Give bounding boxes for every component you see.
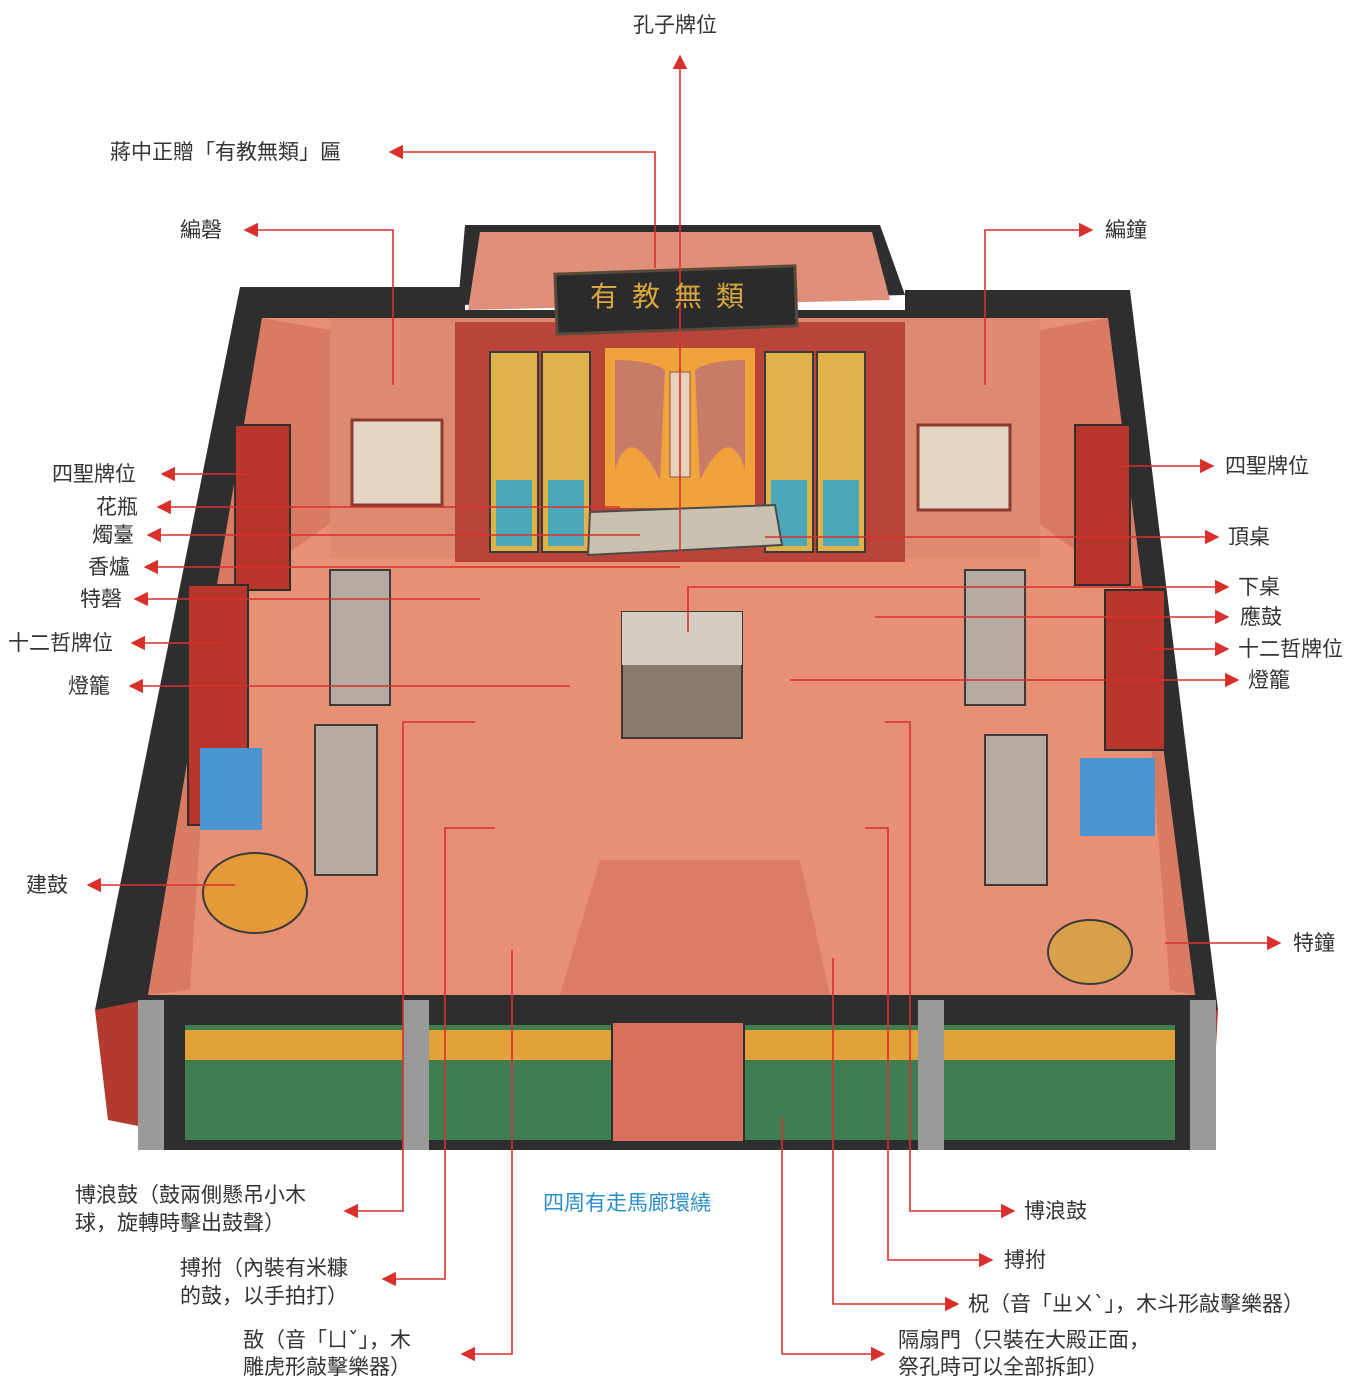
leader-bianzhong <box>984 222 1094 385</box>
front-pillar-4 <box>1190 1000 1216 1150</box>
leader-lower-table <box>687 579 1230 632</box>
left-case-blue-panel <box>200 748 262 830</box>
leader-bofu-right <box>865 827 994 1268</box>
label-jiangu: 建鼓 <box>26 873 68 897</box>
left-desk-2 <box>314 724 378 876</box>
label-yinggu: 應鼓 <box>1240 605 1282 629</box>
label-bolanggu-right: 博浪鼓 <box>1024 1199 1087 1223</box>
label-twelve-left: 十二哲牌位 <box>8 631 113 655</box>
hexagon-tile-floor <box>560 860 830 995</box>
label-bofu-left-line2: 的鼓，以手拍打） <box>180 1284 348 1308</box>
label-incense-burner: 香爐 <box>88 555 130 579</box>
leader-bolanggu-left <box>343 721 475 1219</box>
curtain-right <box>695 360 745 480</box>
leader-zhu <box>832 958 960 1312</box>
label-bolanggu-left-line2: 球，旋轉時擊出鼓聲） <box>75 1211 285 1235</box>
front-pillar-1 <box>138 1000 164 1150</box>
label-lower-table: 下桌 <box>1238 575 1280 599</box>
shrine-door-left-2-panel <box>548 480 584 546</box>
top-table <box>586 503 784 557</box>
leader-bianqing <box>243 222 394 385</box>
leader-bofu-left <box>381 827 495 1287</box>
tezhong-bell <box>1047 919 1133 985</box>
plaque-board <box>553 264 799 336</box>
label-yu-line1: 敔（音「ㄩˇ」，木 <box>243 1328 411 1352</box>
label-lantern-left: 燈籠 <box>68 674 110 698</box>
label-plaque: 蔣中正贈「有教無類」匾 <box>110 140 341 164</box>
lower-table-top <box>622 612 742 665</box>
leader-yu <box>460 950 513 1362</box>
right-desk-1 <box>964 569 1026 706</box>
right-case-blue-panel <box>1080 758 1155 836</box>
plaque-text: 有教無類 <box>590 280 759 313</box>
right-desk-2 <box>984 734 1048 886</box>
label-corridor: 四周有走馬廊環繞 <box>543 1191 711 1215</box>
right-tablet-case-1 <box>1074 424 1131 586</box>
bianqing-rack <box>350 418 444 507</box>
label-door-line2: 祭孔時可以全部拆卸） <box>898 1355 1108 1379</box>
label-confucius-tablet: 孔子牌位 <box>633 13 717 37</box>
label-yu-line2: 雕虎形敲擊樂器） <box>243 1355 411 1379</box>
label-twelve-right: 十二哲牌位 <box>1238 637 1343 661</box>
front-pillar-2 <box>403 1000 429 1150</box>
label-candle-stand: 燭臺 <box>92 523 134 547</box>
building <box>95 225 1218 1150</box>
left-desk-1 <box>329 569 391 706</box>
front-gate <box>611 1021 745 1143</box>
curtain-left <box>615 360 665 480</box>
jiangu-drum <box>202 852 308 934</box>
front-pillar-3 <box>918 1000 944 1150</box>
label-bianzhong: 編鐘 <box>1105 218 1147 242</box>
shrine-door-left-1-panel <box>496 480 532 546</box>
leader-door <box>781 1118 886 1362</box>
label-top-table: 頂桌 <box>1228 525 1270 549</box>
bianzhong-rack <box>916 423 1012 512</box>
leader-bolanggu-right <box>885 721 1016 1219</box>
label-teqing: 特磬 <box>80 587 122 611</box>
label-lantern-right: 燈籠 <box>1248 668 1290 692</box>
label-four-sages-right: 四聖牌位 <box>1225 454 1309 478</box>
label-four-sages-left: 四聖牌位 <box>52 462 136 486</box>
label-vase: 花瓶 <box>96 495 138 519</box>
label-tezhong: 特鐘 <box>1293 931 1335 955</box>
label-bofu-left-line1: 搏拊（內裝有米糠 <box>180 1256 348 1280</box>
label-bolanggu-left-line1: 博浪鼓（鼓兩側懸吊小木 <box>75 1183 306 1207</box>
label-bianqing: 編磬 <box>180 218 222 242</box>
label-door-line1: 隔扇門（只裝在大殿正面， <box>898 1328 1150 1352</box>
leader-lines <box>86 54 1282 1362</box>
label-zhu: 柷（音「ㄓㄨˋ」，木斗形敲擊樂器） <box>968 1292 1304 1316</box>
label-bofu-right: 搏拊 <box>1004 1248 1046 1272</box>
leader-plaque <box>388 144 656 268</box>
shrine-door-right-2-panel <box>823 480 859 546</box>
right-tablet-case-2 <box>1104 589 1166 751</box>
